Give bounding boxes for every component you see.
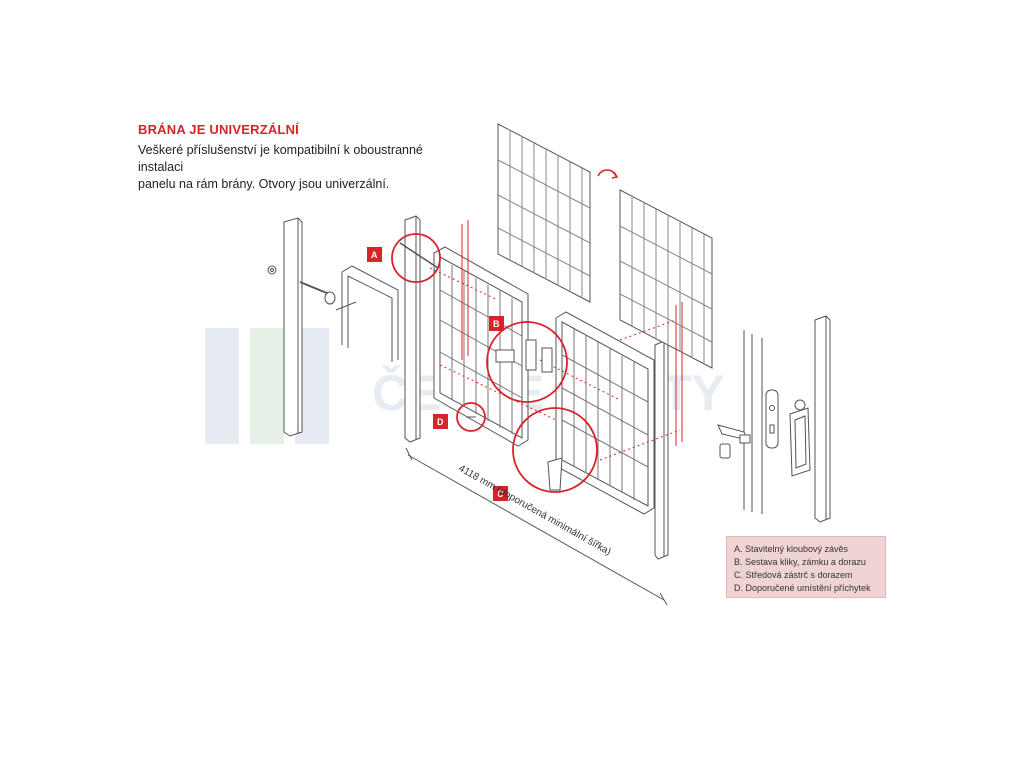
svg-text:C: C (497, 489, 504, 499)
callout-label-a: A (367, 247, 382, 262)
callout-label-b: B (489, 316, 504, 331)
callout-label-c: C (493, 486, 508, 501)
lock-keeper (789, 399, 811, 477)
svg-text:D: D (437, 417, 444, 427)
lock-plate (765, 389, 779, 449)
page-title: BRÁNA JE UNIVERZÁLNÍ (138, 122, 299, 137)
description-line-1: Veškeré příslušenství je kompatibilní k … (138, 143, 423, 174)
latch-frame-profile (743, 330, 763, 514)
callout-circle-a (391, 233, 441, 283)
callout-circle-b (486, 321, 568, 403)
hinge-bolt-assembly (267, 265, 336, 305)
assembly-guide-lines (429, 267, 681, 461)
hinge-post (404, 215, 421, 443)
mesh-panel-top-right (619, 189, 713, 369)
right-gate-leaf (555, 311, 655, 515)
callout-circle-c (512, 407, 598, 493)
legend-item-d: D. Doporučené umístění příchytek (734, 583, 871, 593)
latch-post (654, 340, 669, 560)
frame-corner-piece (335, 265, 399, 362)
left-gate-leaf (433, 246, 529, 447)
left-post (283, 217, 303, 437)
door-handle (717, 424, 751, 459)
legend-item-b: B. Sestava kliky, zámku a dorazu (734, 557, 866, 567)
rotate-arrow-icon (597, 169, 617, 177)
description-line-2: panelu na rám brány. Otvory jsou univerz… (138, 177, 390, 191)
watermark-text: ČESKÉ PLOTY (372, 364, 725, 421)
width-dimension-line (405, 447, 668, 606)
legend-box: A. Stavitelný kloubový závěs B. Sestava … (726, 536, 886, 598)
frame-reinforcement-bars (461, 220, 683, 446)
mesh-panel-top-left (497, 123, 591, 303)
callout-label-d: D (433, 414, 448, 429)
callout-circle-d (456, 402, 486, 432)
svg-text:A: A (371, 250, 378, 260)
gate-post-right (814, 315, 831, 523)
legend-item-a: A. Stavitelný kloubový závěs (734, 544, 849, 554)
description: Veškeré příslušenství je kompatibilní k … (138, 142, 468, 193)
svg-text:B: B (493, 319, 500, 329)
legend-item-c: C. Středová zástrč s dorazem (734, 570, 853, 580)
